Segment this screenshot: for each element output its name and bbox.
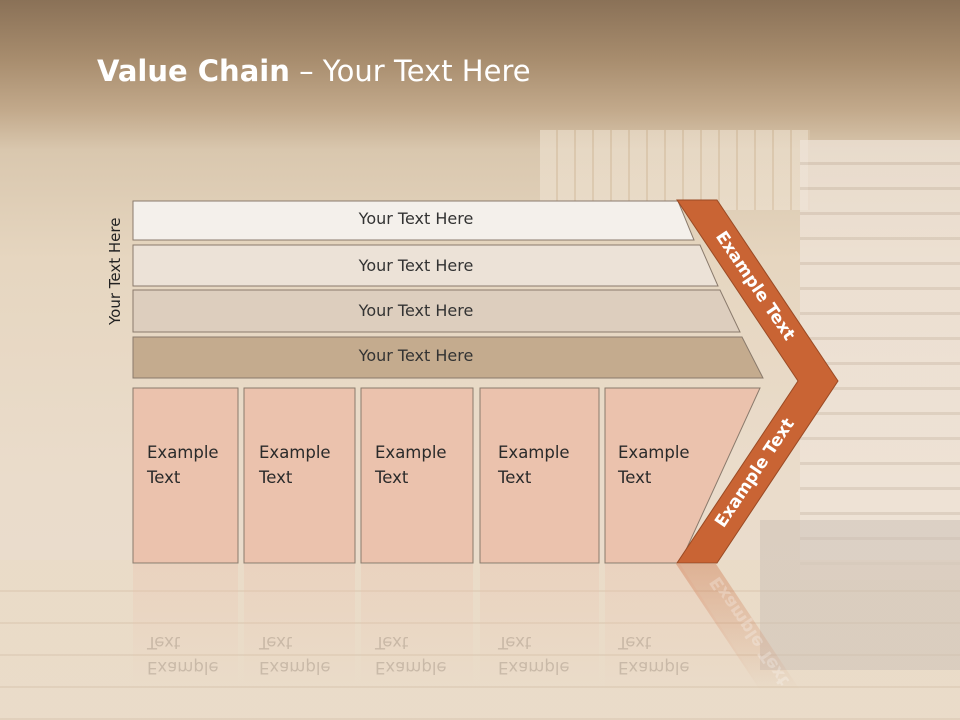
box-label-reflection: Example Text [618, 630, 690, 680]
box-label-1: Example Text [147, 440, 219, 490]
row-label-3: Your Text Here [358, 301, 474, 320]
box-label-line: Example [147, 658, 219, 677]
background-stove [760, 520, 960, 670]
box-label-4: Example Text [498, 440, 570, 490]
box-label-line: Text [147, 468, 181, 487]
box-label-5: Example Text [618, 440, 690, 490]
row-label-1: Your Text Here [358, 209, 474, 228]
box-2 [243, 387, 356, 564]
box-label-2: Example Text [259, 440, 331, 490]
box-reflection [605, 564, 762, 690]
box-reflection [133, 564, 238, 684]
box-label-line: Text [618, 633, 652, 652]
box-label-line: Text [375, 468, 409, 487]
row-bar-1 [132, 200, 695, 241]
box-label-line: Example [147, 443, 219, 462]
row-label-4: Your Text Here [358, 346, 474, 365]
box-label-line: Text [498, 468, 532, 487]
box-label-line: Text [375, 633, 409, 652]
box-label-line: Text [259, 633, 293, 652]
box-4 [479, 387, 600, 564]
slide-title: Value Chain – Your Text Here [97, 54, 531, 88]
value-chain-chevron [676, 199, 839, 564]
box-label-reflection: Example Text [498, 630, 570, 680]
background-wood-planks [540, 130, 810, 210]
box-label-line: Text [498, 633, 532, 652]
box-label-reflection: Example Text [147, 630, 219, 680]
box-3 [360, 387, 474, 564]
box-label-line: Example [498, 658, 570, 677]
box-label-reflection: Example Text [375, 630, 447, 680]
box-label-line: Example [375, 443, 447, 462]
chevron-reflection [676, 564, 800, 690]
title-bold: Value Chain [97, 54, 290, 88]
box-label-line: Example [375, 658, 447, 677]
box-label-line: Example [259, 443, 331, 462]
box-reflection [361, 564, 473, 684]
box-label-line: Text [147, 633, 181, 652]
box-label-3: Example Text [375, 440, 447, 490]
box-label-line: Example [259, 658, 331, 677]
box-label-line: Example [618, 443, 690, 462]
box-reflection [244, 564, 355, 684]
row-label-2: Your Text Here [358, 256, 474, 275]
box-label-line: Text [259, 468, 293, 487]
box-label-reflection: Example Text [259, 630, 331, 680]
row-bar-4 [132, 336, 764, 379]
row-bar-3 [132, 289, 741, 333]
box-1 [132, 387, 239, 564]
background-stone-wall [800, 140, 960, 580]
row-bar-2 [132, 244, 719, 287]
reflection-group [133, 564, 800, 690]
box-label-line: Text [618, 468, 652, 487]
box-label-line: Example [498, 443, 570, 462]
box-label-line: Example [618, 658, 690, 677]
title-rest: – Your Text Here [289, 54, 531, 88]
box-reflection [480, 564, 599, 684]
